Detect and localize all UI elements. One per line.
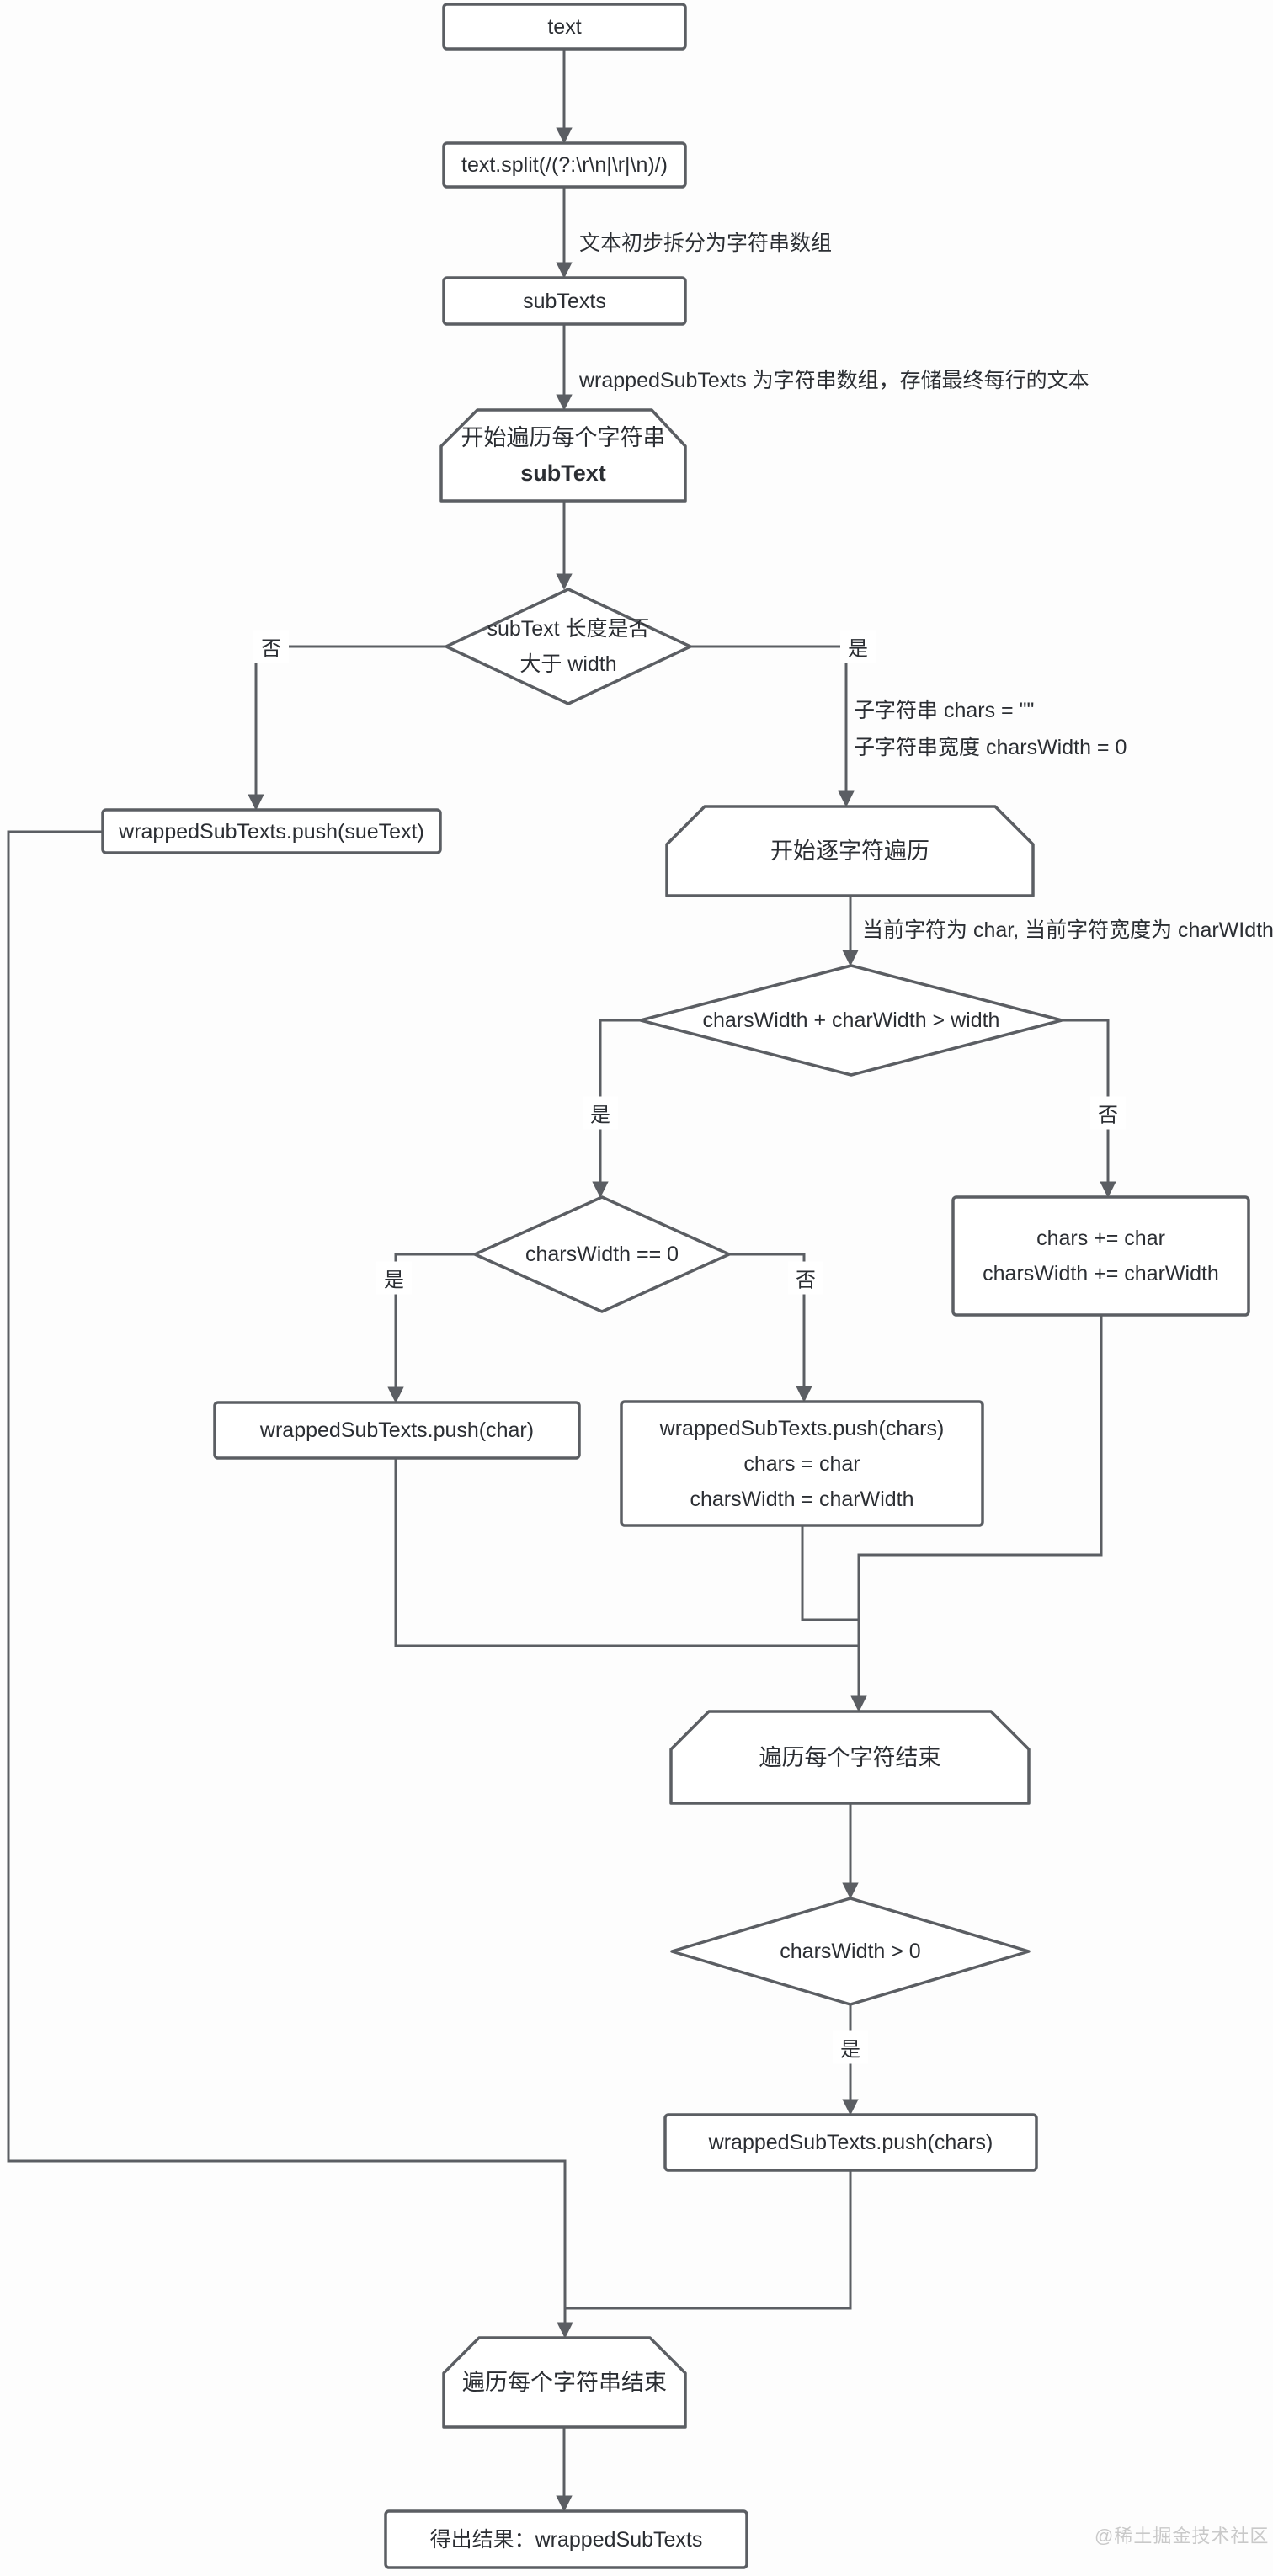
- node-loop-subtext-end-shape: [442, 2336, 687, 2429]
- branch-overflow-no: 否: [1090, 1096, 1126, 1130]
- edge-acc-to-loopend: [850, 1315, 1103, 1712]
- branch-length-no: 否: [253, 630, 289, 663]
- node-decision-remaining-shape: [670, 1897, 1031, 2006]
- edge-decision-overflow-no: [1062, 1019, 1116, 1198]
- branch-length-yes: 是: [840, 630, 876, 663]
- node-acc-shape: [951, 1195, 1250, 1317]
- node-push-reset-shape: [620, 1400, 984, 1527]
- node-result-label: 得出结果：wrappedSubTexts: [429, 2527, 703, 2552]
- node-acc-label: chars += char charsWidth += charWidth: [983, 1227, 1219, 1285]
- note-wrapped: wrappedSubTexts 为字符串数组，存储最终每行的文本: [579, 369, 1089, 392]
- node-loop-each-subtext-shape: [439, 408, 687, 503]
- edge-decision-length-no: [248, 645, 446, 811]
- edge-decision-zero-yes: [387, 1253, 475, 1403]
- node-split-shape: [442, 141, 687, 189]
- edge-pushsuetext-to-loopend: [7, 830, 573, 2339]
- edge-pushchars-merge: [565, 2170, 852, 2310]
- branch-zero-no: 否: [788, 1261, 823, 1295]
- node-push-char-label: wrappedSubTexts.push(char): [259, 1418, 535, 1442]
- node-decision-remaining-label: charsWidth > 0: [780, 1940, 921, 1963]
- node-push-reset-label: wrappedSubTexts.push(chars) chars = char…: [659, 1416, 945, 1511]
- node-decision-zero-shape: [473, 1195, 731, 1313]
- edge-decision-overflow-yes: [592, 1019, 641, 1198]
- node-push-suetext-shape: [101, 808, 442, 854]
- node-result-shape: [384, 2509, 748, 2569]
- node-loop-each-subtext-label: 开始遍历每个字符串 subText: [461, 425, 666, 486]
- node-decision-length-shape: [445, 588, 692, 705]
- note-split: 文本初步拆分为字符串数组: [579, 232, 833, 255]
- node-push-suetext-label: wrappedSubTexts.push(sueText): [119, 819, 424, 844]
- node-subtexts-label: subTexts: [523, 289, 606, 313]
- watermark: @稀土掘金技术社区: [1095, 2525, 1270, 2547]
- node-loop-char-end-shape: [669, 1710, 1031, 1805]
- node-loop-char-end-label: 遍历每个字符结束: [759, 1744, 941, 1770]
- node-text-shape: [442, 3, 687, 51]
- node-push-chars-label: wrappedSubTexts.push(chars): [708, 2131, 993, 2154]
- node-loop-each-char-shape: [665, 805, 1035, 897]
- node-decision-overflow-label: charsWidth + charWidth > width: [702, 1009, 1000, 1032]
- note-chars-init-1: 子字符串 chars = "": [854, 699, 1035, 722]
- edge-decision-zero-no: [729, 1253, 812, 1402]
- branch-zero-yes: 是: [376, 1261, 412, 1295]
- node-decision-length-label: subText 长度是否 大于 width: [487, 617, 650, 676]
- node-push-char-shape: [213, 1401, 581, 1460]
- node-loop-subtext-end-label: 遍历每个字符串结束: [462, 2370, 667, 2395]
- branch-overflow-yes: 是: [583, 1096, 618, 1130]
- node-loop-each-char-label: 开始逐字符遍历: [770, 838, 929, 864]
- node-push-chars-shape: [663, 2113, 1038, 2172]
- note-chars-init-2: 子字符串宽度 charsWidth = 0: [854, 736, 1127, 759]
- node-decision-overflow-shape: [639, 964, 1063, 1077]
- edge-pushchar-merge: [394, 1458, 859, 1647]
- node-subtexts-shape: [442, 276, 687, 326]
- node-split-label: text.split(/(?:\r\n|\r|\n)/): [461, 153, 668, 177]
- edge-decision-length-yes: [690, 645, 855, 807]
- node-decision-zero-label: charsWidth == 0: [525, 1243, 679, 1266]
- note-current-char: 当前字符为 char, 当前字符宽度为 charWIdth: [862, 918, 1273, 942]
- node-text-label: text: [547, 14, 582, 39]
- branch-remaining-yes: 是: [833, 2030, 868, 2064]
- edge-pushreset-merge: [801, 1525, 859, 1621]
